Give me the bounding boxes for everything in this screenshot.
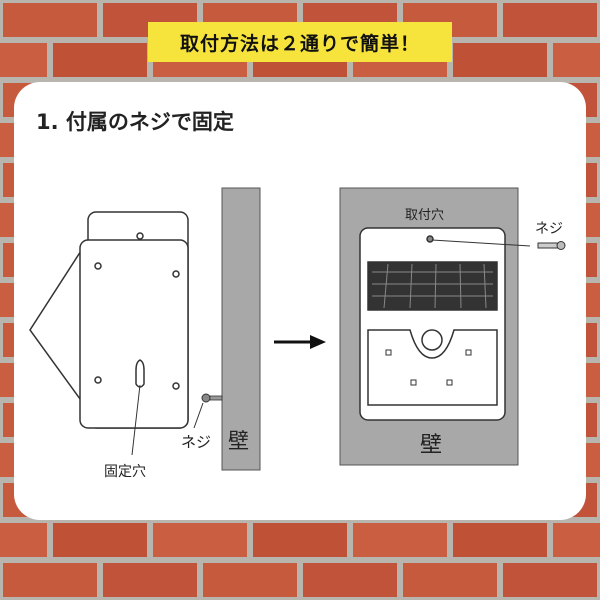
- device-side-view: [29, 211, 189, 456]
- device-front-view: [359, 227, 531, 421]
- step-title: 1. 付属のネジで固定: [36, 110, 234, 134]
- mounting-hole-label: 取付穴: [405, 208, 444, 223]
- banner-title: 取付方法は２通りで簡単！: [179, 32, 420, 55]
- left-wall-label: 壁: [228, 429, 249, 453]
- screw-icon: [193, 393, 223, 429]
- fixing-hole-label: 固定穴: [104, 464, 146, 480]
- right-screw-label: ネジ: [535, 221, 563, 237]
- title-banner: 取付方法は２通りで簡単！: [148, 22, 452, 62]
- screw-icon-right: [537, 241, 566, 250]
- right-wall-label: 壁: [420, 433, 442, 458]
- left-screw-label: ネジ: [181, 433, 211, 451]
- left-wall: [221, 187, 261, 471]
- mounting-hole-icon: [426, 235, 434, 243]
- fixing-hole-icon: [135, 359, 145, 388]
- arrow-right-icon: [274, 335, 326, 349]
